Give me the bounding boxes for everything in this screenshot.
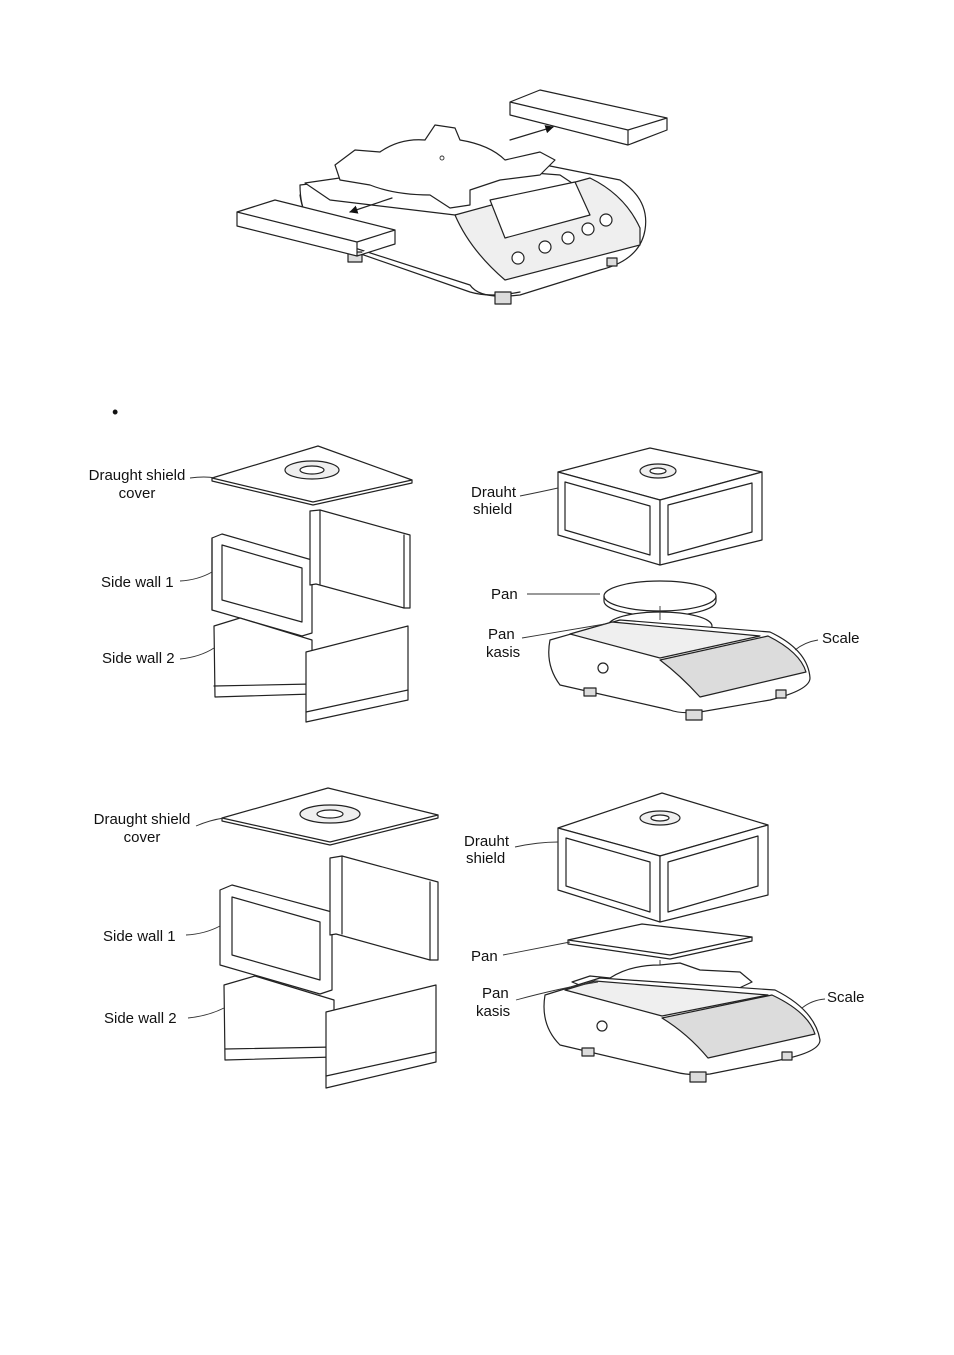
weighing-pan <box>334 124 556 209</box>
label-side-wall-2: Side wall 2 <box>102 650 175 667</box>
label-pan-kasis-line1-3: Pan <box>482 985 509 1002</box>
leader-cover <box>189 476 216 479</box>
figure-3-square-pan-assembly: Draught shield cover Side wall 1 Side wa… <box>94 787 865 1089</box>
side-wall-1-right <box>309 509 411 609</box>
leader-side-wall-2-3 <box>187 1007 225 1019</box>
label-pan-kasis-line2: kasis <box>486 644 520 661</box>
leader-shield-3 <box>514 841 559 848</box>
leader-side-wall-1 <box>179 571 213 582</box>
leader-side-wall-2 <box>179 647 215 660</box>
display-window <box>489 181 591 239</box>
leader-pan-kasis-3 <box>515 981 599 1001</box>
key-button-5 <box>599 213 613 227</box>
key-button-3 <box>561 231 575 245</box>
transport-block-right <box>509 89 668 146</box>
label-pan-kasis-line2-3: kasis <box>476 1003 510 1020</box>
label-shield-line2: shield <box>473 501 512 518</box>
figure-2-round-pan-assembly: Draught shield cover Side wall 1 Side wa… <box>89 445 860 723</box>
label-pan-3: Pan <box>471 948 498 965</box>
leader-pan-3 <box>502 941 571 956</box>
label-side-wall-1: Side wall 1 <box>101 574 174 591</box>
display-panel-3 <box>661 994 816 1059</box>
label-side-wall-1-3: Side wall 1 <box>103 928 176 945</box>
label-pan-kasis-line1: Pan <box>488 626 515 643</box>
foot-right <box>606 257 618 267</box>
label-scale: Scale <box>822 630 860 647</box>
label-shield-line1: Drauht <box>471 484 517 501</box>
side-wall-1-left-3 <box>219 884 333 995</box>
side-wall-1-right-3 <box>329 855 439 961</box>
label-cover-line2: cover <box>119 485 156 502</box>
arrow-remove-right <box>509 125 554 141</box>
label-shield-line1-3: Drauht <box>464 833 510 850</box>
label-side-wall-2-3: Side wall 2 <box>104 1010 177 1027</box>
label-cover-line1-3: Draught shield <box>94 811 191 828</box>
leader-shield <box>519 487 559 497</box>
label-pan: Pan <box>491 586 518 603</box>
leader-pan-kasis <box>521 623 606 639</box>
label-scale-3: Scale <box>827 989 865 1006</box>
bullet-point: • <box>112 402 118 422</box>
leader-cover-3 <box>195 817 225 827</box>
label-cover-line2-3: cover <box>124 829 161 846</box>
display-panel-2 <box>659 635 807 698</box>
leader-side-wall-1-3 <box>185 925 221 936</box>
side-wall-2-right-3 <box>325 984 437 1089</box>
side-wall-2-right <box>305 625 409 723</box>
leader-scale-3 <box>801 998 826 1009</box>
foot-front <box>494 291 512 305</box>
square-pan <box>567 923 753 956</box>
leader-scale <box>794 639 819 651</box>
figure-1-scale-transport-locks <box>236 89 668 305</box>
transport-block-left <box>236 199 396 257</box>
label-shield-line2-3: shield <box>466 850 505 867</box>
arrow-remove-left <box>349 197 393 214</box>
key-button-1 <box>511 251 525 265</box>
label-cover-line1: Draught shield <box>89 467 186 484</box>
key-button-4 <box>581 222 595 236</box>
key-button-2 <box>538 240 552 254</box>
